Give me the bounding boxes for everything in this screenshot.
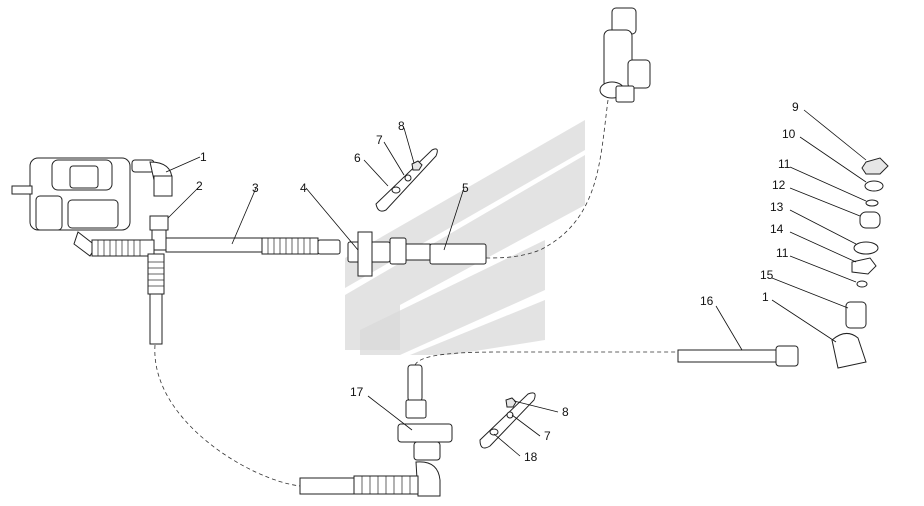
callout-8-bottom: 8	[562, 405, 569, 419]
callout-11-lower: 11	[776, 246, 789, 260]
callout-6: 6	[354, 151, 361, 165]
callout-14: 14	[770, 222, 784, 236]
callout-7-bottom: 7	[544, 429, 551, 443]
routing-lines	[154, 99, 680, 487]
callout-5: 5	[462, 181, 469, 195]
callout-11-upper: 11	[778, 157, 791, 171]
leader-lines	[165, 109, 867, 457]
callout-1-right: 1	[762, 290, 769, 304]
callout-15: 15	[760, 268, 774, 282]
callout-labels: 1 2 3 4 5 6 7 8 9 10 11 12 13 14 11 15 1…	[196, 100, 799, 464]
callout-4: 4	[300, 181, 307, 195]
hose-3	[165, 237, 341, 255]
callout-18: 18	[524, 450, 538, 464]
pump-unit	[11, 157, 131, 257]
callout-9: 9	[792, 100, 799, 114]
callout-10: 10	[782, 127, 796, 141]
valve-assembly-top	[599, 7, 651, 103]
callout-7-top: 7	[376, 133, 383, 147]
callout-17: 17	[350, 385, 364, 399]
callout-13: 13	[770, 200, 784, 214]
tube-16	[677, 345, 799, 367]
callout-16: 16	[700, 294, 714, 308]
callout-1-top: 1	[200, 150, 207, 164]
watermark-logo	[345, 120, 585, 355]
elbow-fitting-1-left	[131, 159, 173, 197]
corrugated-hose-bottom	[299, 475, 419, 495]
callout-2: 2	[196, 179, 203, 193]
tee-assembly-17	[397, 364, 453, 497]
bracket-plate-18	[479, 392, 536, 449]
callout-12: 12	[772, 178, 786, 192]
fitting-stack-right	[831, 157, 889, 369]
callout-8-top: 8	[398, 119, 405, 133]
tee-fitting-2	[149, 215, 169, 251]
bracket-plate-6	[375, 148, 438, 212]
corrugated-hose-left	[91, 239, 165, 345]
callout-3: 3	[252, 181, 259, 195]
